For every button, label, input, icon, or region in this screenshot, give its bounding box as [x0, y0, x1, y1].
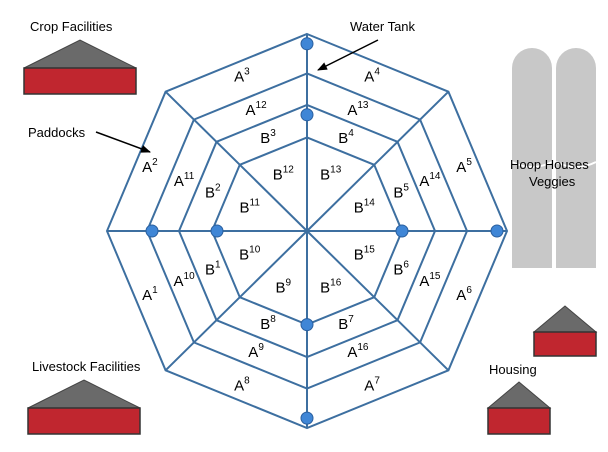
veggies-label: Veggies [529, 174, 576, 189]
paddock-ring-b-4: B7 [338, 314, 354, 333]
paddock-outer-6: A1 [142, 285, 158, 304]
paddock-ring-b-6: B1 [205, 259, 221, 278]
paddock-outer-1: A4 [364, 66, 380, 85]
paddock-middle-3: A15 [419, 271, 441, 290]
paddock-spoke-8 [164, 90, 308, 232]
paddock-outer-7: A2 [142, 157, 158, 176]
hoop-houses-label: Hoop Houses [510, 157, 589, 172]
paddock-spoke-6 [164, 230, 308, 372]
paddock-outer-8: A3 [234, 66, 250, 85]
livestock-facilities-roof [27, 379, 141, 409]
paddock-outer-2: A5 [456, 157, 472, 176]
paddock-inner-3: B15 [354, 244, 376, 263]
housing-roof-upper [532, 305, 598, 333]
hoop-house-2 [556, 48, 596, 268]
housing-building-lower [486, 381, 552, 435]
livestock-facilities-body [27, 407, 141, 435]
water-tank-dot [300, 318, 314, 332]
paddock-ring-b-2: B5 [393, 183, 409, 202]
paddock-inner-4: B16 [320, 277, 342, 296]
paddock-ring-b-3: B6 [393, 259, 409, 278]
paddock-inner-1: B13 [320, 165, 342, 184]
paddock-spoke-2 [306, 90, 450, 232]
paddock-inner-6: B10 [239, 244, 261, 263]
paddock-outer-5: A8 [234, 376, 250, 395]
hoop-house-1 [512, 48, 552, 268]
paddock-ring-b-1: B4 [338, 128, 354, 147]
housing-body-lower [487, 407, 551, 435]
water-tank-arrow [317, 39, 379, 71]
paddocks-arrow [95, 131, 151, 153]
hoop-houses [511, 48, 597, 268]
livestock-facilities-label: Livestock Facilities [32, 359, 141, 374]
housing-label: Housing [489, 362, 537, 377]
hoop-house-seams [511, 161, 597, 168]
crop-facilities-building [23, 39, 137, 95]
paddock-middle-8: A12 [246, 100, 268, 119]
paddock-middle-7: A11 [174, 171, 195, 190]
paddock-inner-5: B9 [276, 277, 292, 296]
paddock-ring-b [177, 103, 437, 359]
paddock-middle-2: A14 [419, 171, 441, 190]
water-tank-dot [300, 37, 314, 51]
paddock-middle-4: A16 [347, 342, 369, 361]
paddock-inner-8: B12 [273, 165, 295, 184]
paddock-inner-7: B11 [239, 198, 260, 217]
paddock-ring-b-7: B2 [205, 183, 221, 202]
paddock-outer-4: A7 [364, 376, 380, 395]
paddock-middle-6: A10 [174, 271, 196, 290]
crop-facilities-roof [23, 39, 137, 69]
paddock-ring-b-5: B8 [260, 314, 276, 333]
water-tank-dot [300, 411, 314, 425]
water-tank-dot [490, 224, 504, 238]
water-tank-dot [145, 224, 159, 238]
crop-facilities-body [23, 67, 137, 95]
water-tank-dot [210, 224, 224, 238]
paddock-ring-b-8: B3 [260, 128, 276, 147]
livestock-facilities-building [27, 379, 141, 435]
paddock-middle-5: A9 [248, 342, 264, 361]
paddock-spoke-4 [306, 230, 450, 372]
water-tank-dot [395, 224, 409, 238]
paddocks-label: Paddocks [28, 125, 86, 140]
paddock-middle-1: A13 [347, 100, 369, 119]
housing-roof-lower [486, 381, 552, 409]
paddock-inner-2: B14 [354, 198, 376, 217]
housing-building-upper [532, 305, 598, 357]
paddock-outer-3: A6 [456, 285, 472, 304]
water-tank-dot [300, 108, 314, 122]
water-tank-label: Water Tank [350, 19, 416, 34]
crop-facilities-label: Crop Facilities [30, 19, 113, 34]
housing-body-upper [533, 331, 597, 357]
